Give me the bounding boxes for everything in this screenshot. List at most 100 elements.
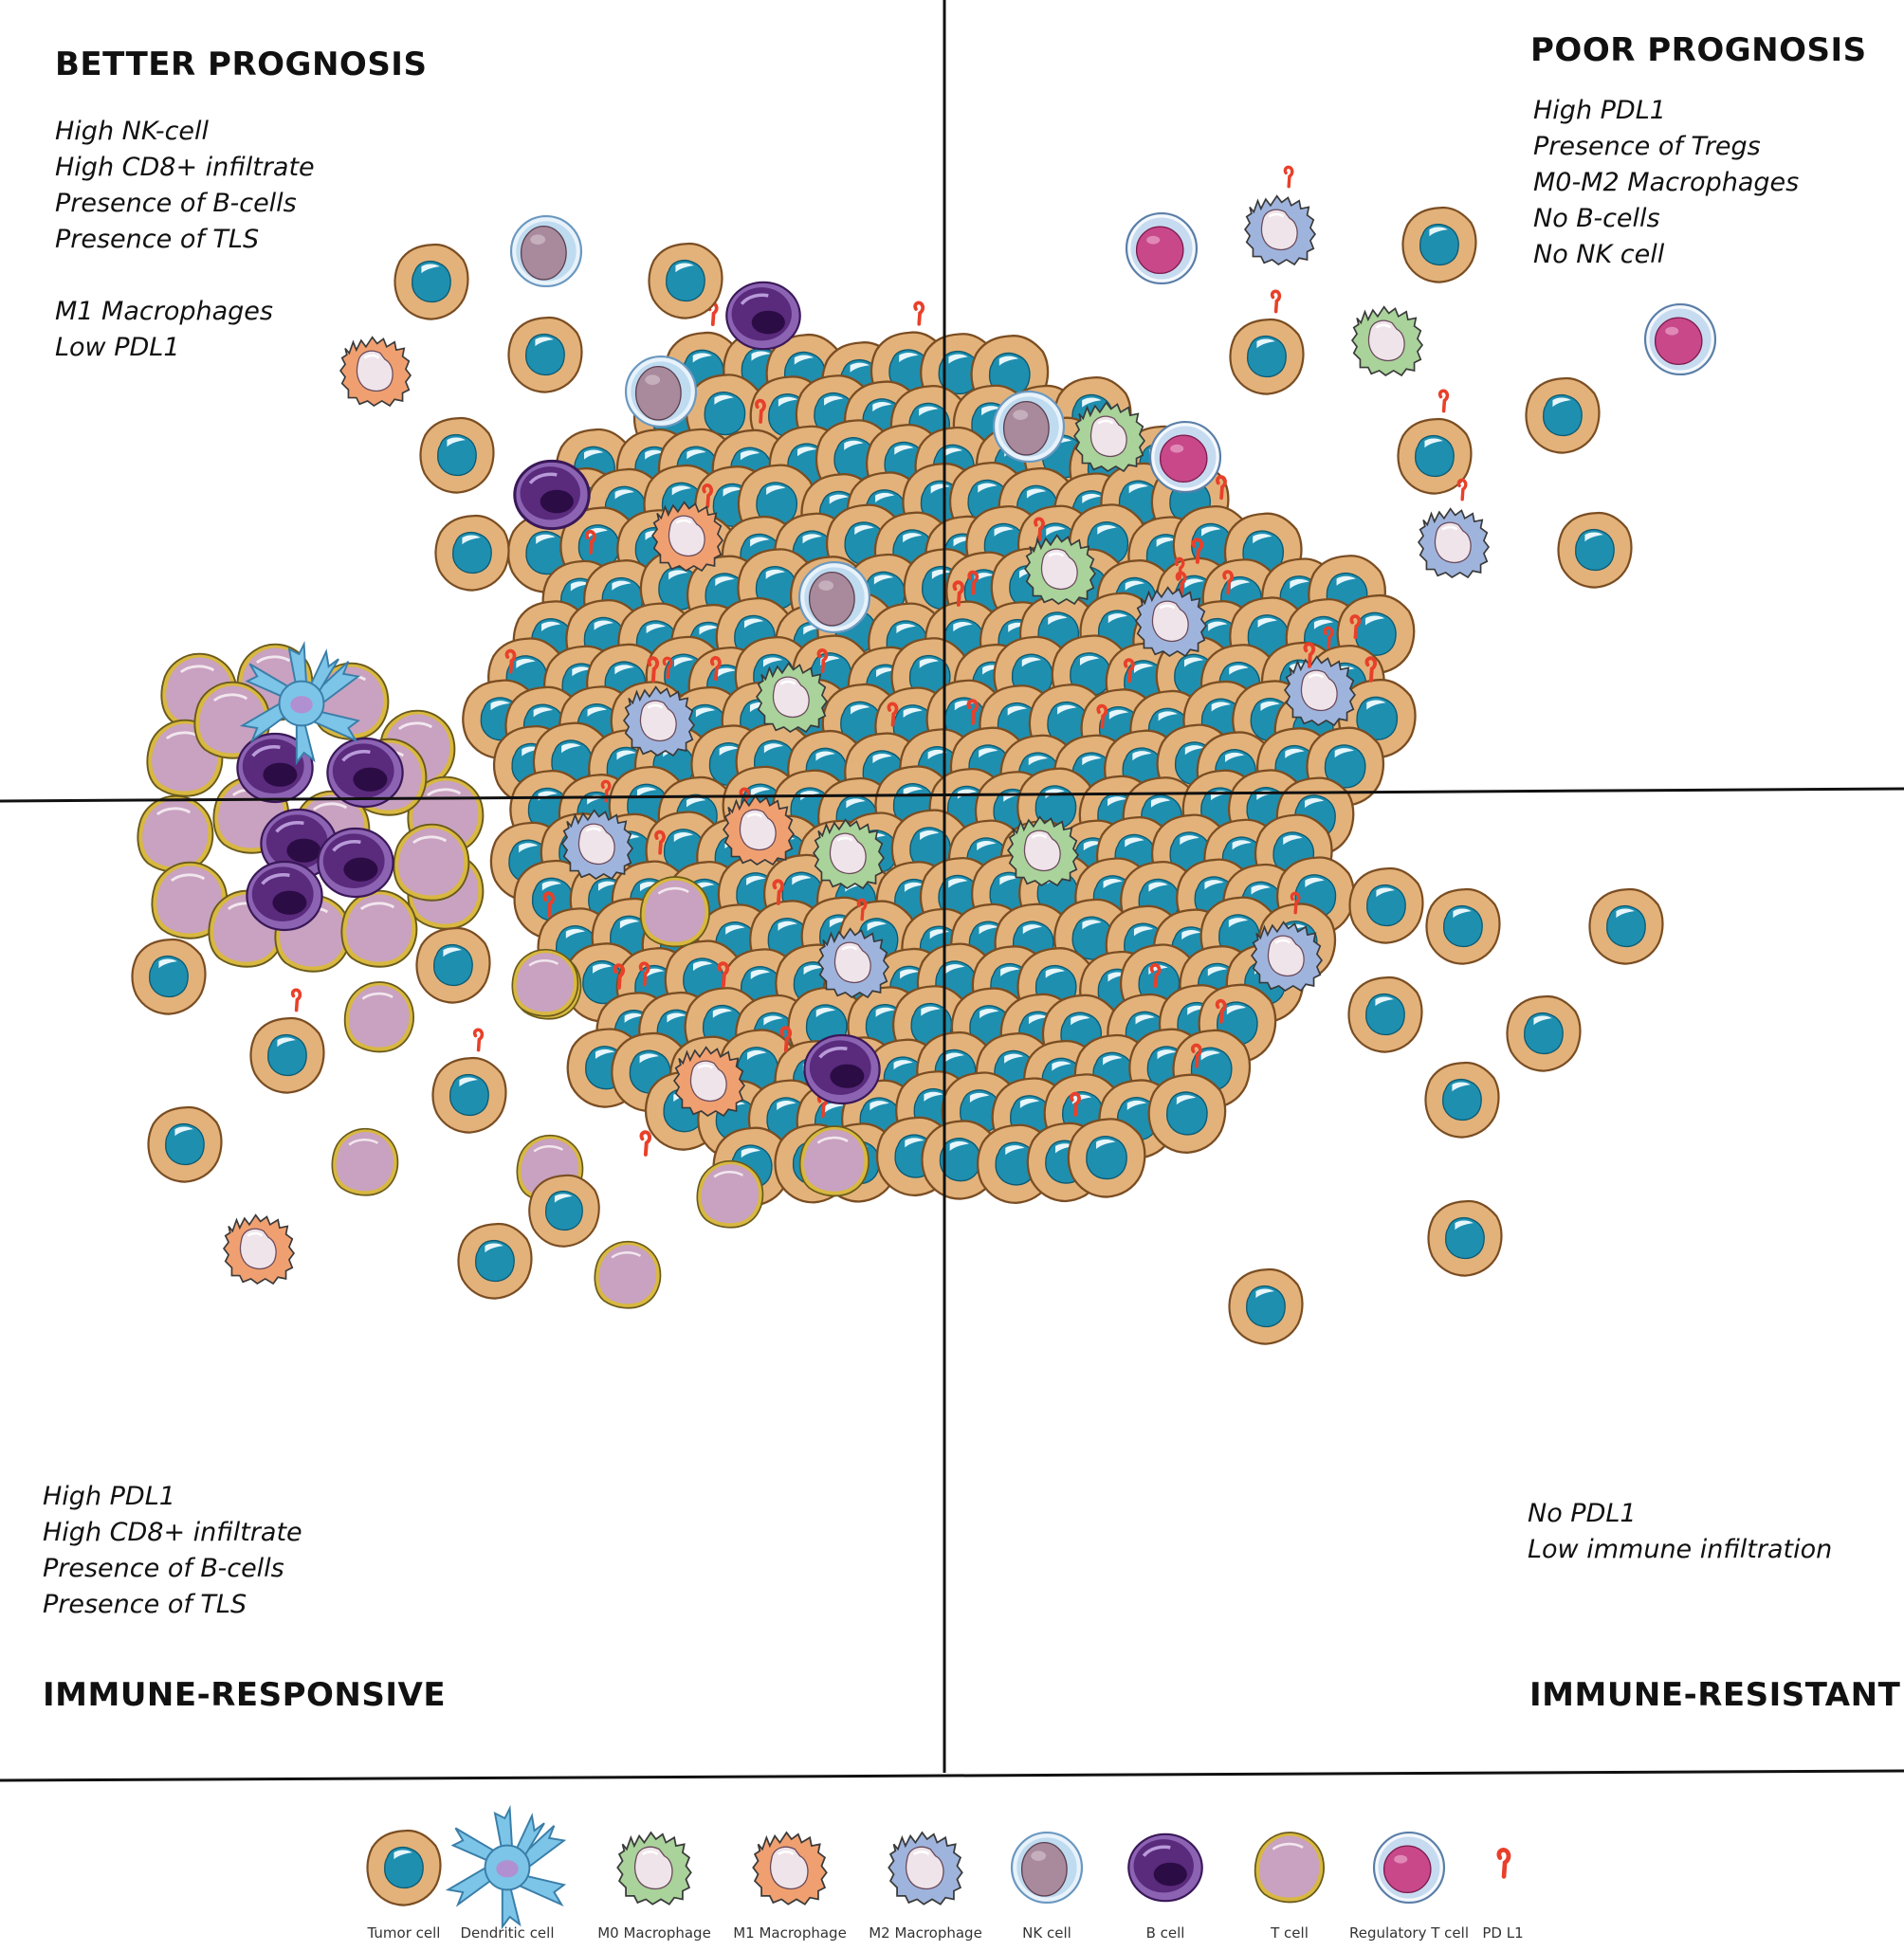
- t-cell: [511, 948, 579, 1018]
- legend-label-tumor: Tumor cell: [367, 1924, 441, 1942]
- tumor-cell: [1348, 866, 1424, 944]
- quadrant-point: Low immune infiltration: [1528, 1535, 1833, 1564]
- pdl1-marker: [1283, 165, 1294, 189]
- t-cell: [392, 823, 470, 903]
- quadrant-point: Presence of B-cells: [43, 1554, 284, 1583]
- b-cell: [325, 737, 405, 809]
- pdl1-marker: [913, 301, 925, 326]
- m1-macrophage: [751, 1831, 829, 1906]
- horizontal-divider: [0, 787, 1904, 803]
- m2-macrophage: [887, 1831, 964, 1906]
- tumor-cell: [249, 1016, 325, 1094]
- tumor-cell: [394, 243, 469, 320]
- tumor-cell: [415, 926, 491, 1004]
- t-cell: [1254, 1831, 1326, 1904]
- quadrant-point: Presence of TLS: [43, 1590, 247, 1619]
- tumor-cell: [1557, 511, 1633, 589]
- quadrant-point: High CD8+ infiltrate: [55, 153, 315, 182]
- quadrant-point: Presence of B-cells: [55, 189, 297, 218]
- legend-label-treg: Regulatory T cell: [1349, 1924, 1469, 1942]
- tumor-cell: [1588, 887, 1664, 965]
- tumor-cell: [1424, 1061, 1500, 1139]
- tumor-cell: [528, 1174, 600, 1248]
- dendritic-cell: [447, 1807, 565, 1928]
- regulatory-t-cell: [1643, 302, 1717, 376]
- tumor-cell: [1425, 887, 1501, 965]
- quadrant-point: [55, 258, 315, 294]
- pdl1-marker: [290, 988, 302, 1012]
- t-cell: [594, 1240, 662, 1310]
- t-cell: [343, 980, 415, 1053]
- tumor-cell: [1228, 1267, 1304, 1345]
- quadrant-point: Presence of TLS: [55, 225, 260, 254]
- b-cell: [513, 460, 591, 530]
- m0-macrophage: [1350, 305, 1424, 377]
- b-cell: [1126, 1832, 1204, 1903]
- legend-icons: [366, 1807, 1509, 1928]
- tumor-cell: [1427, 1199, 1503, 1277]
- nk-cell: [509, 214, 583, 288]
- quadrant-point: High CD8+ infiltrate: [43, 1518, 302, 1547]
- legend-label-tcell: T cell: [1271, 1924, 1309, 1942]
- regulatory-t-cell: [1148, 420, 1222, 494]
- tumor-cell: [434, 514, 510, 592]
- quadrant-point: High PDL1: [1533, 96, 1666, 125]
- tumor-cell: [147, 1105, 223, 1183]
- legend-label-m0: M0 Macrophage: [597, 1924, 711, 1942]
- quadrant-point: No PDL1: [1528, 1499, 1637, 1528]
- legend-label-m2: M2 Macrophage: [869, 1924, 982, 1942]
- m2-macrophage: [1417, 507, 1491, 579]
- legend-divider: [0, 1769, 1904, 1782]
- tumor-mass: [462, 301, 1417, 1230]
- nk-cell: [624, 355, 698, 428]
- legend-label-dendritic: Dendritic cell: [460, 1924, 555, 1942]
- m0-macrophage: [1072, 401, 1146, 473]
- pdl1-marker: [1270, 289, 1282, 314]
- b-cell: [802, 1033, 882, 1105]
- tumor-cell: [419, 416, 495, 494]
- tumor-cell: [1347, 976, 1423, 1053]
- b-cell: [245, 860, 324, 932]
- immune-responsive-title: IMMUNE-RESPONSIVE: [43, 1676, 447, 1714]
- pdl1-marker: [472, 1028, 485, 1052]
- pdl1-marker: [1437, 389, 1450, 413]
- pdl1-marker: [1456, 478, 1468, 501]
- legend-label-bcell: B cell: [1145, 1924, 1185, 1942]
- quadrant-point: M1 Macrophages: [55, 297, 273, 326]
- tumor-cell: [131, 938, 207, 1015]
- tumor-cell: [1229, 318, 1305, 395]
- m1-macrophage: [222, 1213, 296, 1285]
- tumor-cell: [457, 1222, 533, 1300]
- nk-cell: [992, 390, 1066, 464]
- quadrant-point: No B-cells: [1533, 204, 1660, 233]
- tumor-cell: [648, 242, 723, 319]
- better-prognosis-title: BETTER PROGNOSIS: [55, 46, 428, 83]
- legend-label-pdl1: PD L1: [1482, 1924, 1524, 1942]
- t-cell: [331, 1127, 399, 1197]
- legend-label-nk: NK cell: [1022, 1924, 1071, 1942]
- t-cell: [798, 1124, 870, 1197]
- tumor-cell: [1525, 376, 1601, 454]
- quadrant-point: High PDL1: [43, 1482, 175, 1511]
- m2-macrophage: [1243, 194, 1317, 266]
- tertiary-lymphoid-structure: [136, 643, 485, 974]
- b-cell: [316, 827, 395, 899]
- tumor-cell: [507, 316, 583, 393]
- b-cell: [724, 281, 802, 351]
- tumor-cell: [1147, 1073, 1227, 1154]
- tumor-cell: [431, 1056, 507, 1134]
- tumor-cell: [1401, 206, 1477, 283]
- pdl1-marker: [639, 1130, 652, 1157]
- t-cell: [639, 875, 711, 948]
- poor-prognosis-title: POOR PROGNOSIS: [1530, 31, 1867, 69]
- tumor-cell: [1506, 994, 1582, 1072]
- quadrant-point: High NK-cell: [55, 117, 210, 146]
- tumor-cell: [1067, 1118, 1146, 1198]
- t-cell: [696, 1159, 764, 1230]
- regulatory-t-cell: [1372, 1831, 1446, 1905]
- quadrant-point: M0-M2 Macrophages: [1533, 168, 1800, 197]
